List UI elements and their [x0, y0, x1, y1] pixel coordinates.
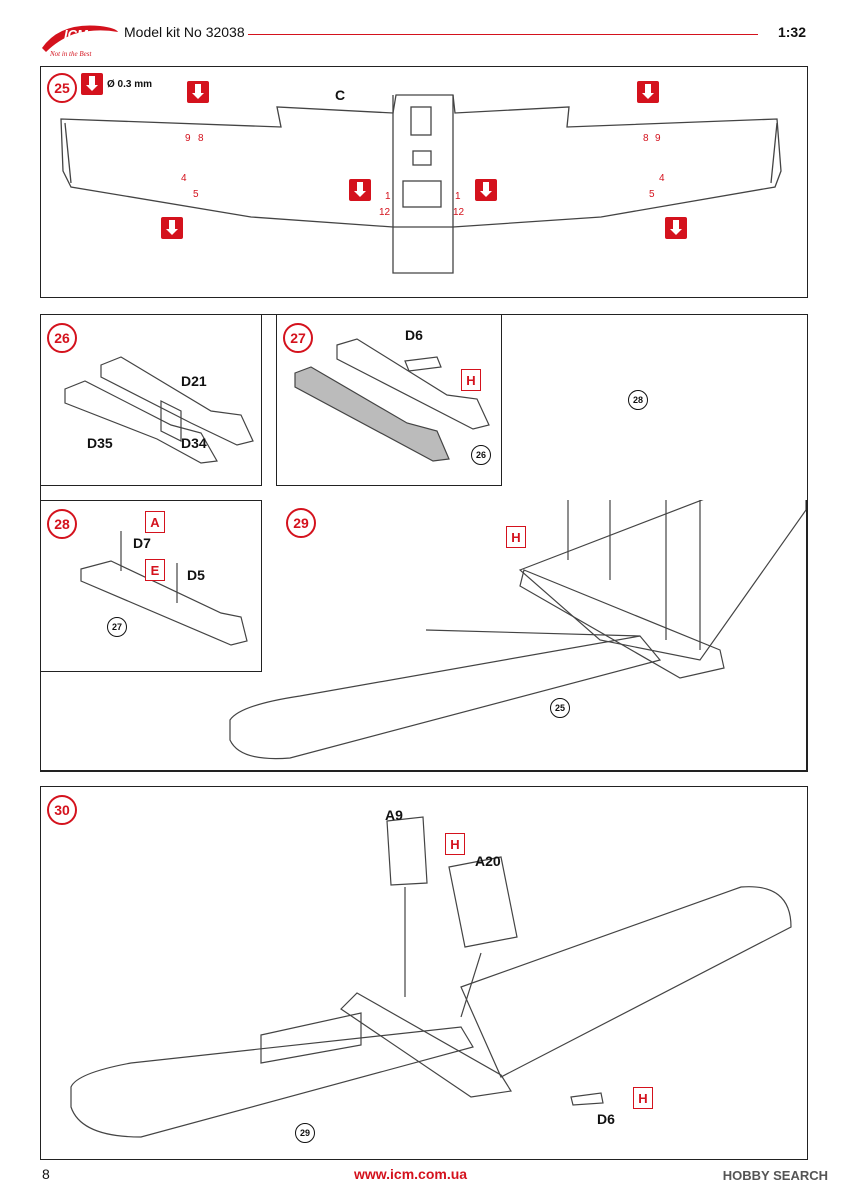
header-rule: [248, 34, 758, 35]
brand-logo: ICM Not in the Best: [40, 18, 120, 58]
hole-label: 4: [659, 173, 665, 184]
paint-code-box: H: [461, 369, 481, 391]
drill-size-label: Ø 0.3 mm: [107, 79, 153, 90]
scale-label: 1:32: [777, 24, 806, 40]
hole-label: 9: [655, 133, 661, 144]
hole-label: 8: [198, 133, 204, 144]
drill-icon: [161, 217, 183, 239]
part-label-d35: D35: [87, 435, 113, 451]
step-28-panel: 28 A D7 E D5 27: [40, 500, 262, 672]
drill-icon: [637, 81, 659, 103]
hole-label: 5: [193, 189, 199, 200]
part-label-a9: A9: [385, 807, 403, 823]
step-26-drawing: [64, 356, 254, 464]
hole-label: 12: [453, 207, 465, 218]
paint-code-box: H: [506, 526, 526, 548]
step-27-drawing: [294, 338, 490, 462]
brand-tagline: Not in the Best: [49, 50, 92, 58]
hole-label: 9: [185, 133, 191, 144]
part-label-d5: D5: [187, 567, 205, 583]
hole-label: 4: [181, 173, 187, 184]
part-label-a20: A20: [475, 853, 501, 869]
hole-label: 1: [385, 191, 391, 202]
drill-icon: [475, 179, 497, 201]
step-26-panel: 26 D21 D35 D34: [40, 314, 262, 486]
step-29-panel: 29 H 28 25: [40, 390, 807, 771]
step-28-drawing: [80, 531, 248, 646]
hole-label: 8: [643, 133, 649, 144]
step-29-frame: [40, 314, 808, 772]
drill-icon: [349, 179, 371, 201]
hole-label: 12: [379, 207, 391, 218]
part-label-d34: D34: [181, 435, 207, 451]
hole-label: 1: [455, 191, 461, 202]
step-number: 30: [47, 795, 77, 825]
step-reference: 29: [295, 1123, 315, 1143]
paint-code-box: H: [445, 833, 465, 855]
step-number: 29: [286, 508, 316, 538]
step-27-panel: 27 D6 H 26: [276, 314, 502, 486]
step-reference: 25: [550, 698, 570, 718]
paint-code-box: H: [633, 1087, 653, 1109]
part-label-d7: D7: [133, 535, 151, 551]
step-number: 26: [47, 323, 77, 353]
step-number: 28: [47, 509, 77, 539]
page-number: 8: [42, 1166, 50, 1182]
kit-title: Model kit No 32038: [124, 24, 245, 40]
paint-code-box: A: [145, 511, 165, 533]
step-25-panel: 25 Ø 0.3 mm C 9 8 8 9 4 5 4 5 1 12 1 12: [40, 66, 808, 298]
part-label-c: C: [335, 87, 346, 103]
paint-code-box: E: [145, 559, 165, 581]
step-reference: 28: [628, 390, 648, 410]
part-label-d6: D6: [597, 1111, 615, 1127]
step-25-drawing: [60, 94, 782, 274]
step-number: 27: [283, 323, 313, 353]
brand-logo-text: ICM: [64, 27, 89, 42]
drill-icon: [81, 73, 103, 95]
step-29-drawing: [229, 500, 806, 760]
step-30-drawing: [70, 816, 792, 1138]
step-reference: 27: [107, 617, 127, 637]
hole-label: 5: [649, 189, 655, 200]
watermark: HOBBY SEARCH: [722, 1168, 828, 1183]
step-30-panel: 30 A9 H A20 H D6 29: [40, 786, 808, 1160]
part-label-d21: D21: [181, 373, 207, 389]
step-reference: 26: [471, 445, 491, 465]
drill-icon: [187, 81, 209, 103]
brand-logo-graphic: ICM Not in the Best: [42, 25, 118, 58]
part-label-d6: D6: [405, 327, 423, 343]
step-number: 25: [47, 73, 77, 103]
drill-icon: [665, 217, 687, 239]
footer-url[interactable]: www.icm.com.ua: [354, 1166, 468, 1182]
